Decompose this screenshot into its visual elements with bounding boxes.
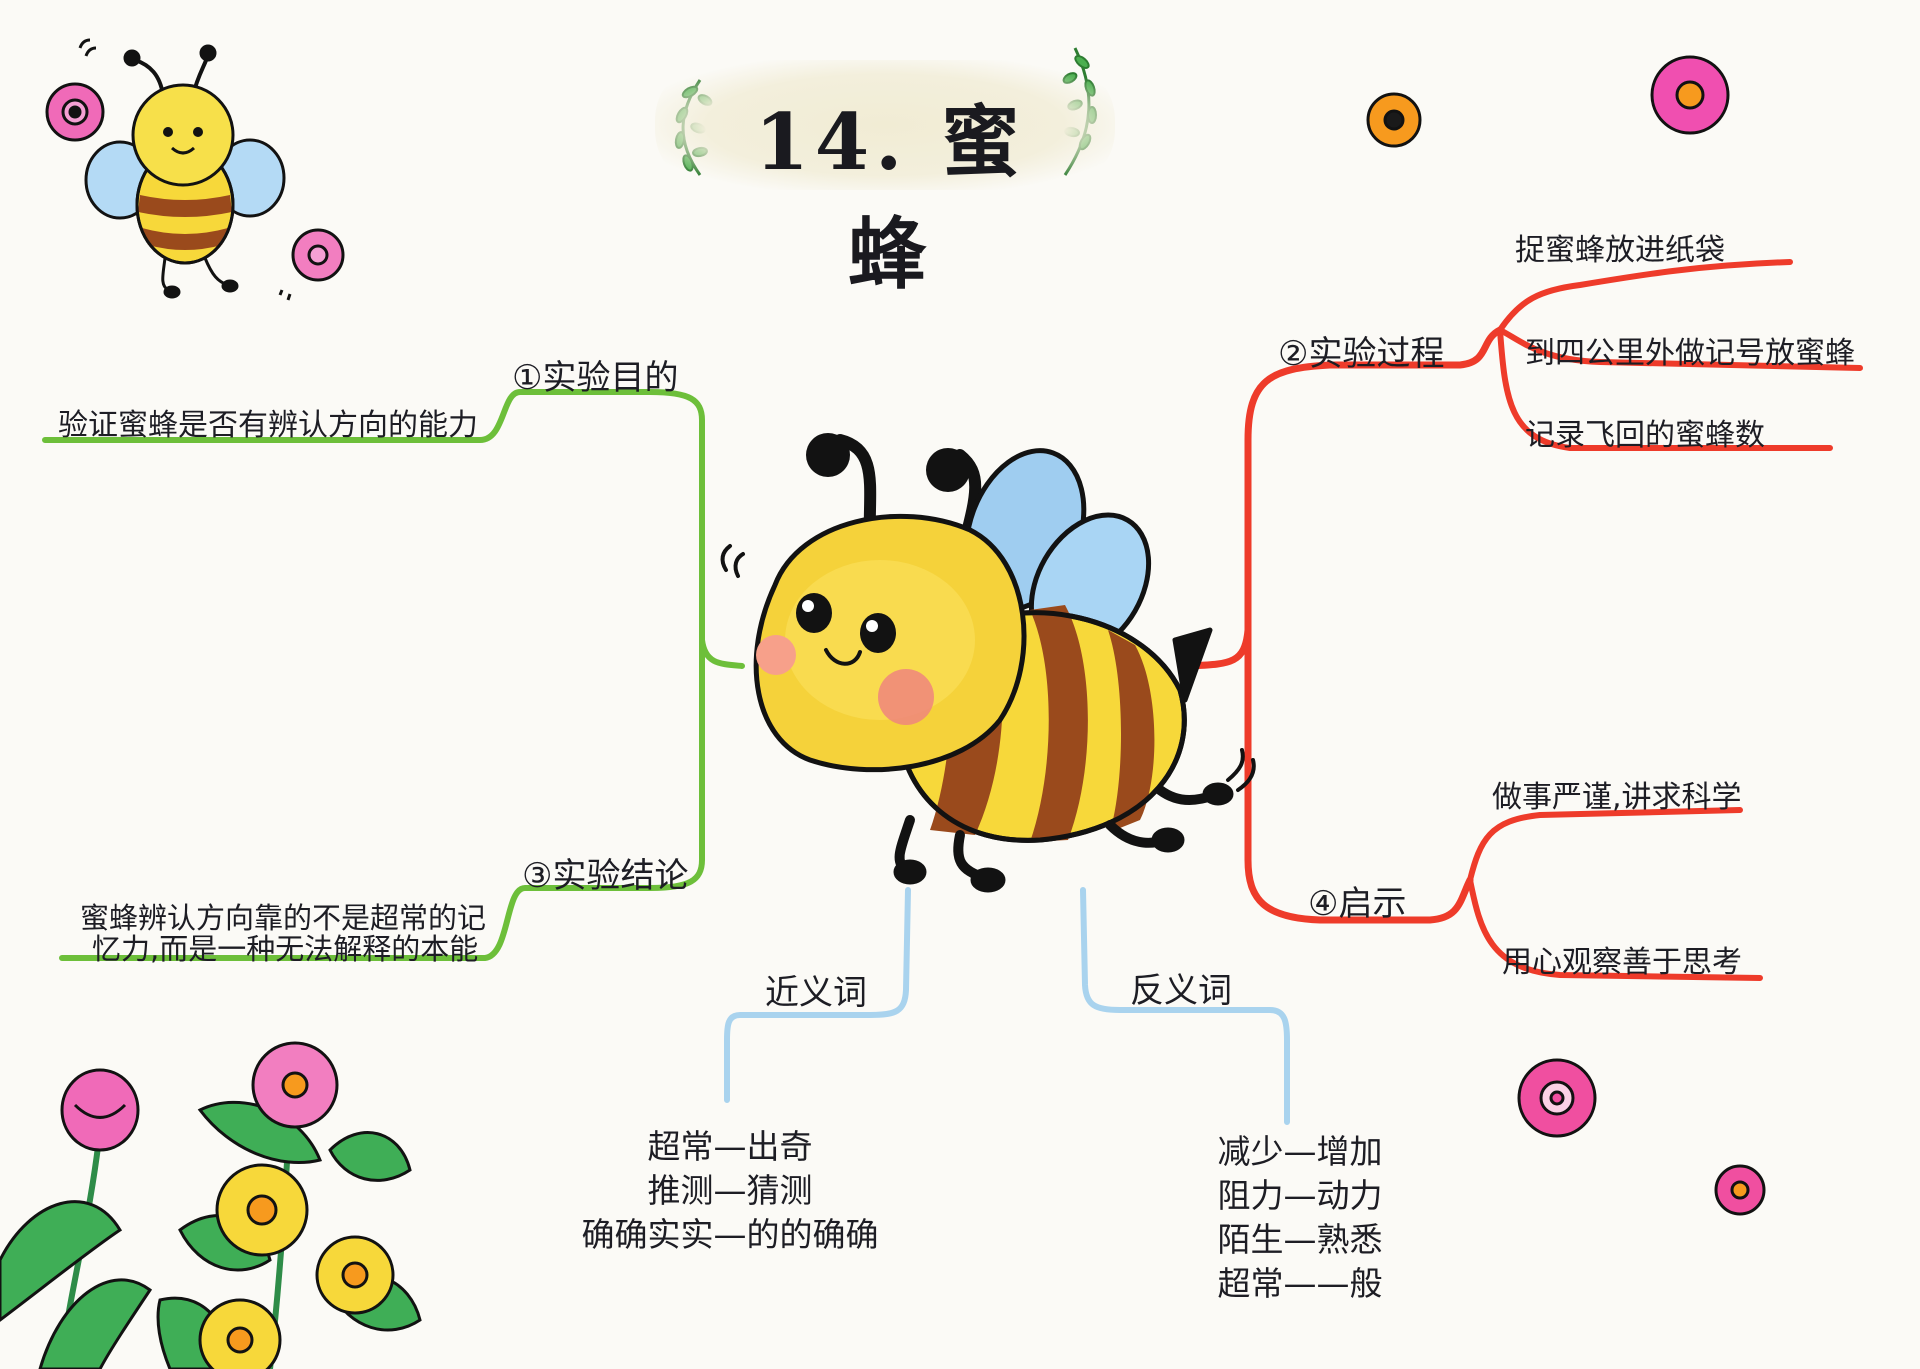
small-bee-illustration	[78, 38, 292, 301]
page-title: 14. 蜜蜂	[754, 97, 1026, 300]
process-branch-line	[1186, 326, 1504, 670]
antonym-item: 陌生—熟悉	[1217, 1220, 1383, 1259]
flower-pink-topleft	[45, 82, 105, 142]
insight-leaf-line	[1467, 807, 1743, 883]
synonyms-list: 超常—出奇 推测—猜测 确确实实—的的确确	[580, 1125, 880, 1257]
purpose-branch-line	[42, 389, 745, 669]
insight-leaf-2: 用心观察善于思考	[1502, 945, 1742, 980]
insight-leaf-1: 做事严谨,讲求科学	[1492, 780, 1742, 815]
antonym-item: 阻力—动力	[1217, 1176, 1383, 1215]
process-leaf-line	[1497, 327, 1833, 451]
synonym-item: 推测—猜测	[647, 1171, 813, 1210]
conclusion-leaf-line-1: 蜜蜂辨认方向靠的不是超常的记	[80, 901, 487, 935]
antonyms-list: 减少—增加 阻力—动力 陌生—熟悉 超常——般	[1180, 1130, 1420, 1306]
flower-magenta-topright	[1650, 55, 1730, 135]
flower-pink-small-right	[1714, 1164, 1766, 1216]
process-leaf-line	[1497, 259, 1793, 333]
insight-branch-label: ④启示	[1308, 884, 1407, 924]
purpose-branch-label: ①实验目的	[512, 358, 679, 398]
central-bee-illustration	[720, 433, 1256, 893]
flower-bouquet-bottomleft	[0, 1041, 422, 1369]
synonym-item: 确确实实—的的确确	[581, 1215, 879, 1254]
synonyms-branch-label: 近义词	[765, 973, 867, 1013]
conclusion-leaf-line-2: 忆力,而是一种无法解释的本能	[92, 932, 479, 966]
conclusion-branch-label: ③实验结论	[522, 856, 689, 896]
conclusion-branch-line	[59, 637, 705, 961]
process-branch-label: ②实验过程	[1278, 334, 1445, 374]
antonym-item: 超常——般	[1217, 1264, 1383, 1303]
antonyms-branch-label: 反义词	[1130, 971, 1232, 1011]
flower-pink-small-left	[291, 228, 345, 282]
insight-branch-line	[1244, 626, 1474, 924]
title-banner: 14. 蜜蜂	[655, 60, 1115, 300]
process-leaf-2: 到四公里外做记号放蜜蜂	[1525, 336, 1855, 371]
process-leaf-line	[1497, 327, 1863, 371]
synonym-item: 超常—出奇	[647, 1127, 813, 1166]
antonyms-branch-line	[1080, 887, 1290, 1125]
flower-pink-right	[1517, 1058, 1597, 1138]
insight-leaf-line	[1467, 877, 1763, 981]
process-leaf-1: 捉蜜蜂放进纸袋	[1515, 233, 1725, 268]
synonyms-branch-line	[724, 887, 911, 1103]
antonym-item: 减少—增加	[1217, 1132, 1383, 1171]
purpose-leaf: 验证蜜蜂是否有辨认方向的能力	[58, 408, 478, 443]
flower-orange-top	[1366, 92, 1422, 148]
process-leaf-3: 记录飞回的蜜蜂数	[1525, 418, 1765, 453]
branch-lines	[42, 259, 1863, 1125]
